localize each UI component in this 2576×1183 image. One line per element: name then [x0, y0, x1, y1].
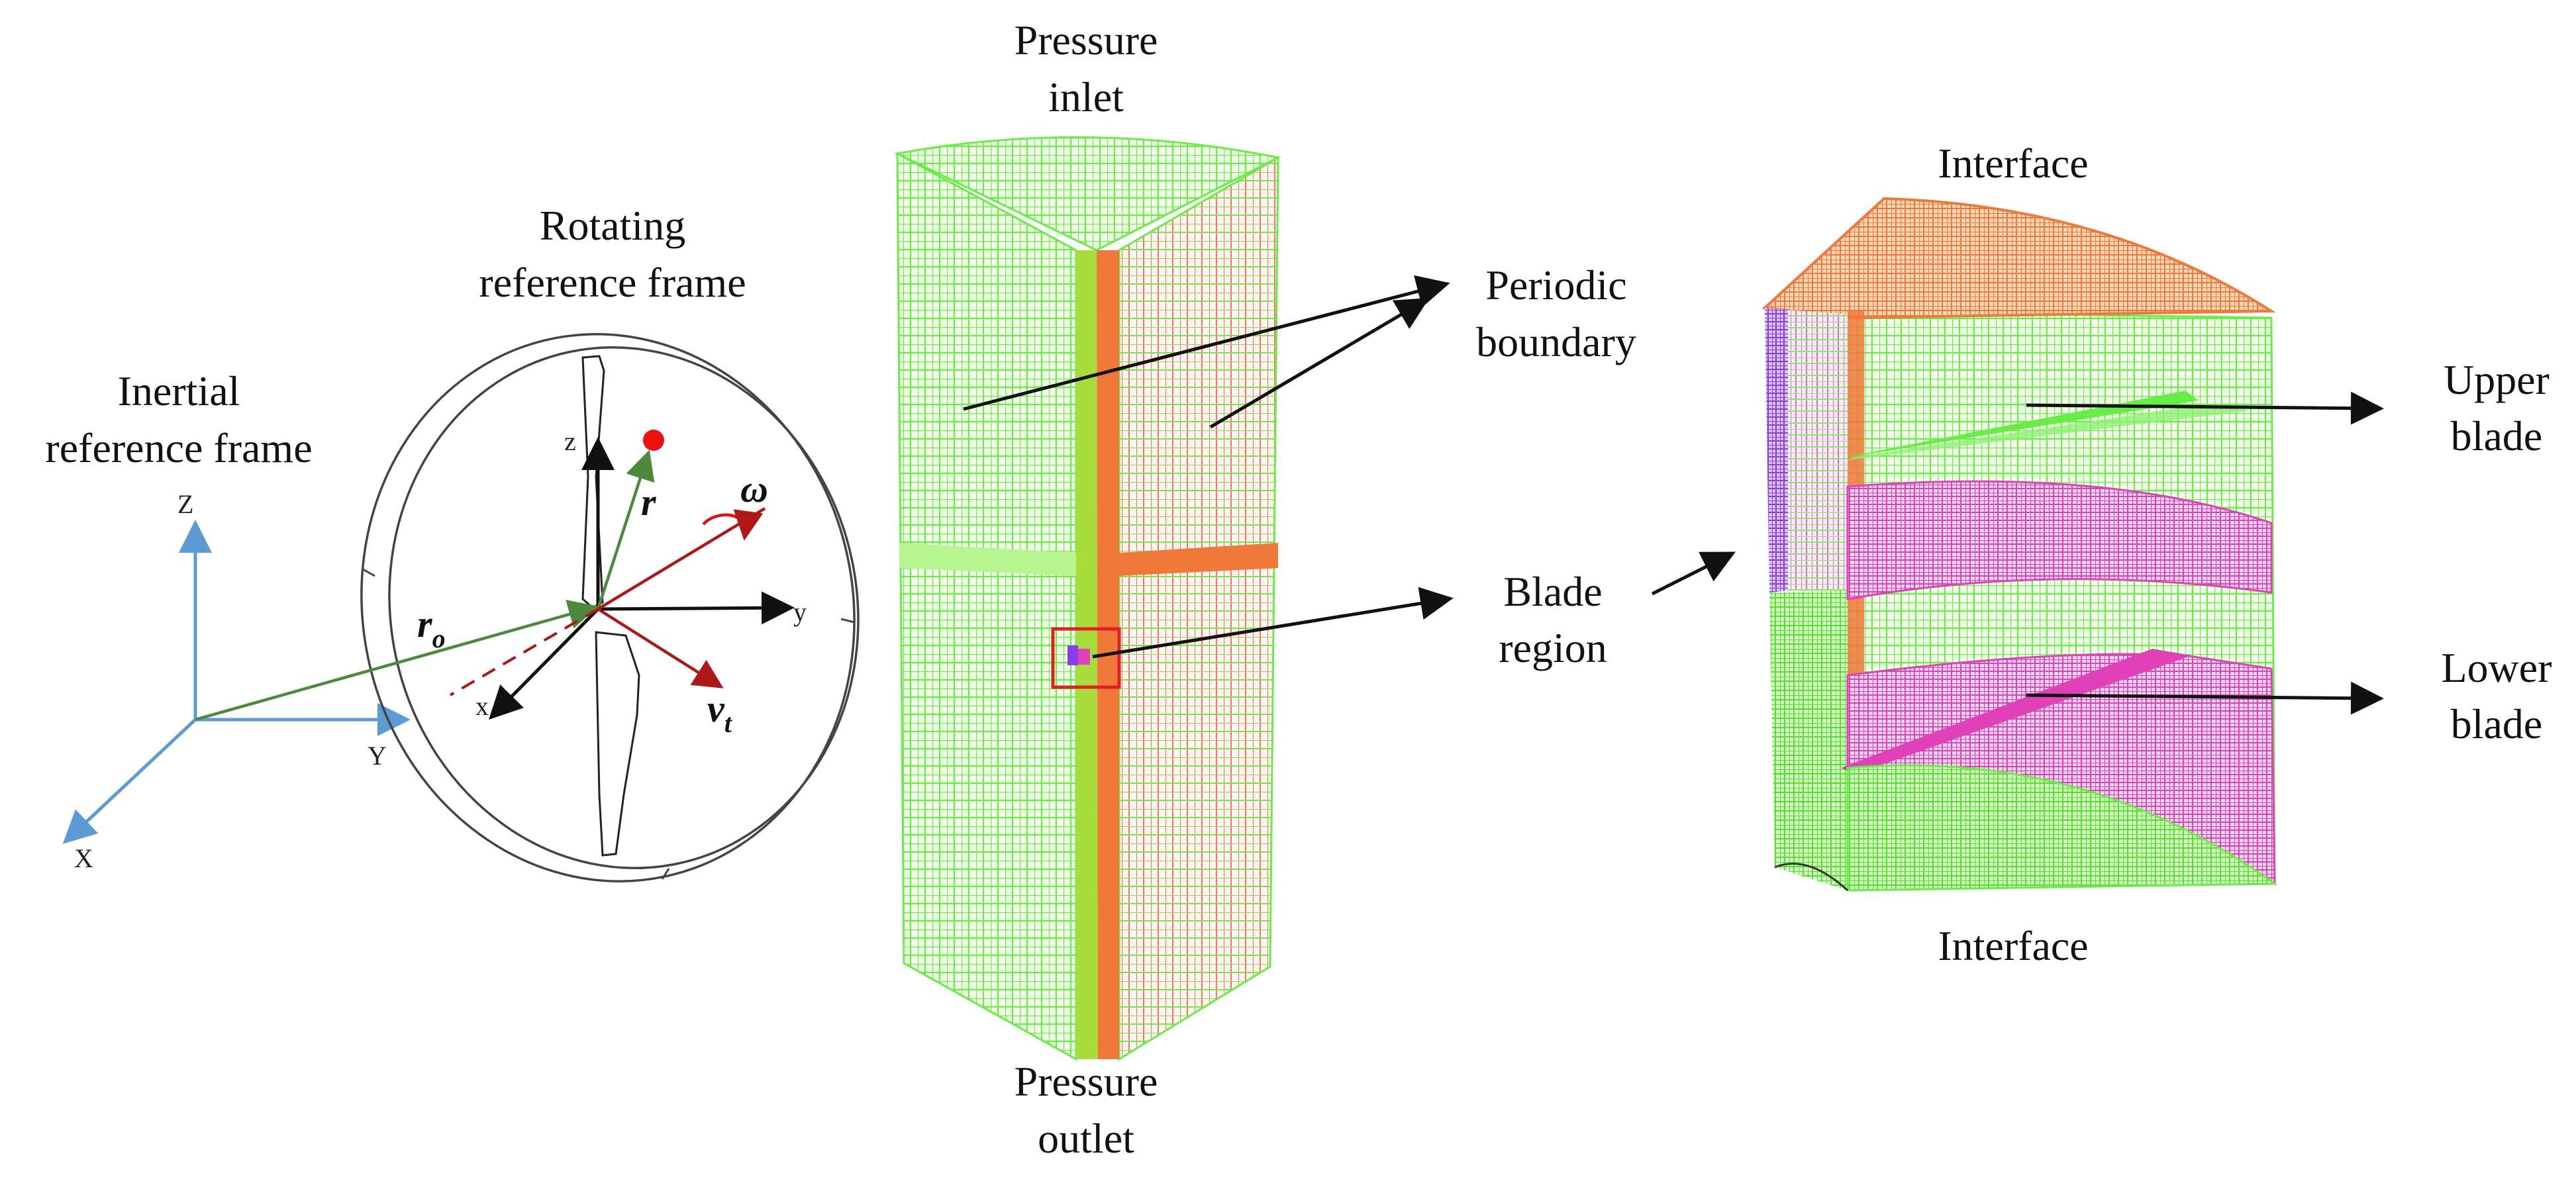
- rotating-x-label: x: [475, 691, 489, 721]
- inertial-x-axis: [62, 718, 197, 844]
- upper-rotor-blade-outline: [581, 355, 605, 609]
- domain-right-face: [1118, 156, 1279, 1061]
- inertial-x-label: X: [74, 843, 93, 873]
- rotating-y-axis: [597, 591, 795, 625]
- rotating-disc: [360, 333, 860, 882]
- periodic-boundary-label-line2: boundary: [1476, 318, 1636, 365]
- blade-region-label-line2: region: [1499, 624, 1607, 671]
- right-panel: Interface Interface: [1761, 140, 2552, 969]
- mesh-left-purple: [1765, 308, 1788, 592]
- domain-top-face: [894, 136, 1281, 252]
- domain-left-face: [896, 152, 1077, 1061]
- inertial-z-label: Z: [177, 489, 193, 519]
- blade-region-to-zoom-arrow: [1651, 551, 1736, 596]
- upper-blade-label-line2: blade: [2451, 412, 2543, 459]
- inertial-y-label: Y: [368, 741, 387, 771]
- blade-region-mesh: [1761, 197, 2278, 892]
- mesh-bottom-interface: [1846, 764, 2278, 892]
- periodic-domain-mesh: [894, 136, 1281, 1061]
- interface-top-label: Interface: [1938, 140, 2088, 187]
- blade-region-highlight-box: [1051, 627, 1121, 689]
- ro-symbol: ro: [417, 602, 446, 653]
- rotating-z-label: z: [564, 426, 576, 456]
- inertial-frame-title-line1: Inertial: [118, 367, 240, 414]
- vt-vector: [597, 608, 724, 688]
- band-right: [1119, 543, 1278, 576]
- inertial-frame-title-line2: reference frame: [45, 424, 312, 471]
- r-vector: [596, 450, 655, 610]
- point-marker: [643, 430, 664, 451]
- left-panel: Inertial reference frame Rotating refere…: [45, 202, 860, 882]
- band-left: [899, 543, 1076, 576]
- periodic-boundary-label-line1: Periodic: [1485, 261, 1626, 308]
- pressure-inlet-label-line2: inlet: [1048, 73, 1124, 120]
- ro-vector: [195, 600, 599, 722]
- mesh-left-upper: [1788, 310, 1848, 591]
- r-symbol: r: [641, 481, 656, 524]
- blade-region-label-line1: Blade: [1503, 568, 1602, 615]
- vectors: [195, 430, 766, 722]
- lower-blade-label-line2: blade: [2451, 700, 2543, 747]
- mesh-top-interface: [1761, 197, 2276, 320]
- omega-symbol: ω: [740, 467, 768, 510]
- lower-blade-label-line1: Lower: [2441, 644, 2551, 691]
- periodic-arrow-1: [963, 275, 1450, 411]
- lower-blade-mesh: [1841, 649, 2192, 775]
- inertial-axes: Z Y X: [62, 489, 411, 873]
- periodic-arrow-2: [1209, 297, 1430, 429]
- rotation-axis-line: [597, 507, 766, 610]
- rotating-frame-title-line2: reference frame: [479, 259, 746, 306]
- upper-blade-arrow: [2026, 391, 2384, 425]
- pressure-inlet-label-line1: Pressure: [1015, 17, 1158, 64]
- lower-rotor-blade-outline: [595, 631, 640, 857]
- rotation-axis-dashed: [449, 608, 599, 696]
- mesh-middle-magenta-band: [1846, 480, 2273, 600]
- pressure-outlet-label-line2: outlet: [1038, 1115, 1134, 1162]
- rotating-y-label: y: [793, 597, 807, 627]
- disc-inner-rim: [388, 346, 860, 869]
- omega-arc-icon: [702, 509, 764, 541]
- pressure-outlet-label-line1: Pressure: [1015, 1058, 1158, 1105]
- lower-blade-arrow: [2026, 681, 2384, 715]
- interface-bottom-label: Interface: [1938, 922, 2088, 969]
- middle-panel: Pressure inlet Pressure outlet Periodic …: [894, 17, 1736, 1162]
- upper-blade-label-line1: Upper: [2444, 356, 2550, 403]
- vt-symbol: vt: [707, 687, 733, 738]
- blade-region-arrow: [1092, 587, 1454, 659]
- mesh-left-lower: [1769, 591, 1848, 890]
- rotating-frame-title-line1: Rotating: [540, 202, 685, 249]
